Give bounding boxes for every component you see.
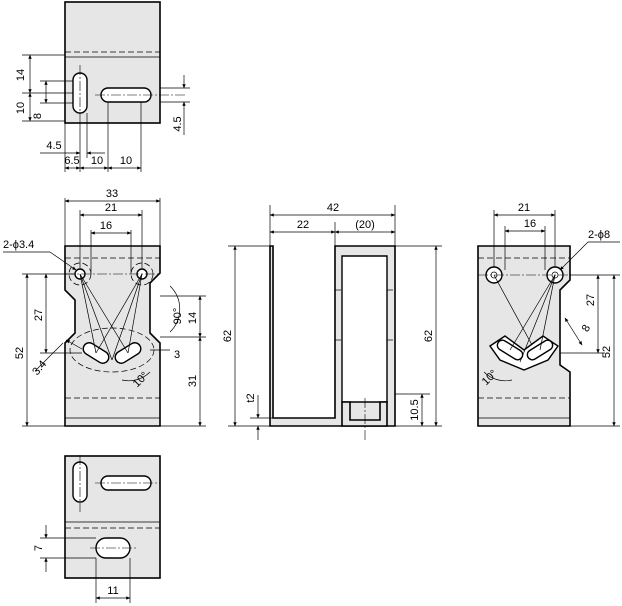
front-right-guide <box>519 274 556 363</box>
dim-27-right: 27 <box>585 294 597 306</box>
dim-4.5-right: 4.5 <box>172 116 184 131</box>
dim-6.5: 6.5 <box>64 155 79 167</box>
hole-leader <box>49 251 77 271</box>
front-right-guide <box>493 274 533 346</box>
front-right-view: 21 16 2-ϕ8 27 52 8 10° <box>477 202 620 427</box>
side-view-flange <box>341 401 388 427</box>
v-notch-arc <box>169 285 181 333</box>
front-left-guide <box>79 273 113 361</box>
dim-52: 52 <box>14 347 26 359</box>
dim-21-right: 21 <box>518 202 530 214</box>
front-right-guide <box>509 274 556 351</box>
dim-line-3.4 <box>65 339 83 350</box>
dim-14-right: 14 <box>187 312 199 324</box>
dim-16-right: 16 <box>524 218 536 230</box>
top-view: 14 10 8 4.5 4.5 6.5 10 10 <box>15 1 190 172</box>
dim-line-3.4 <box>34 342 64 372</box>
front-right-plate <box>477 245 571 427</box>
dim-3: 3 <box>174 349 180 361</box>
angle-arc-10-right <box>483 371 513 382</box>
dim-62-right: 62 <box>423 330 435 342</box>
dim-t2: t2 <box>245 393 257 402</box>
bottom-view: 7 11 <box>33 455 161 603</box>
hole-callout-8: 2-ϕ8 <box>588 229 610 241</box>
dim-22: 22 <box>297 219 309 231</box>
side-view: 42 22 (20) 62 62 10.5 t2 <box>222 202 442 440</box>
dim-8-right: 8 <box>580 323 593 334</box>
dim-21: 21 <box>105 202 117 214</box>
hole-callout-3.4: 2-ϕ3.4 <box>3 239 34 251</box>
dim-4.5-bottom: 4.5 <box>46 140 61 152</box>
dim-27: 27 <box>33 309 45 321</box>
front-left-guide <box>127 273 143 354</box>
side-view-channel-inner <box>341 255 388 403</box>
dim-8: 8 <box>32 113 44 119</box>
dim-line-8 <box>564 317 583 346</box>
dim-3.4: 3.4 <box>30 358 49 377</box>
dim-62-left: 62 <box>222 330 234 342</box>
dim-14: 14 <box>15 69 27 81</box>
dim-10a: 10 <box>91 155 103 167</box>
front-left-guide <box>111 273 143 361</box>
hole-leader <box>559 241 589 271</box>
front-left-guide <box>79 273 129 354</box>
dim-90-degree: 90° <box>172 308 184 325</box>
dim-31: 31 <box>187 375 199 387</box>
dim-42: 42 <box>327 202 339 214</box>
dim-52-right: 52 <box>601 346 613 358</box>
front-left-guide <box>95 273 143 354</box>
dim-11: 11 <box>107 585 118 597</box>
dim-10b: 10 <box>120 155 132 167</box>
dim-10.5: 10.5 <box>409 399 421 420</box>
dim-10-vertical: 10 <box>15 102 27 114</box>
angle-arc-10 <box>121 371 151 382</box>
dim-7: 7 <box>33 545 45 551</box>
dim-20-ref: (20) <box>355 219 375 231</box>
front-left-guide <box>79 273 97 354</box>
dim-16: 16 <box>100 220 112 232</box>
dim-33: 33 <box>106 188 118 200</box>
front-left-view: 33 21 16 2-ϕ3.4 52 27 3.4 10° 90° 14 31 … <box>3 188 206 427</box>
front-right-guide <box>539 274 556 351</box>
